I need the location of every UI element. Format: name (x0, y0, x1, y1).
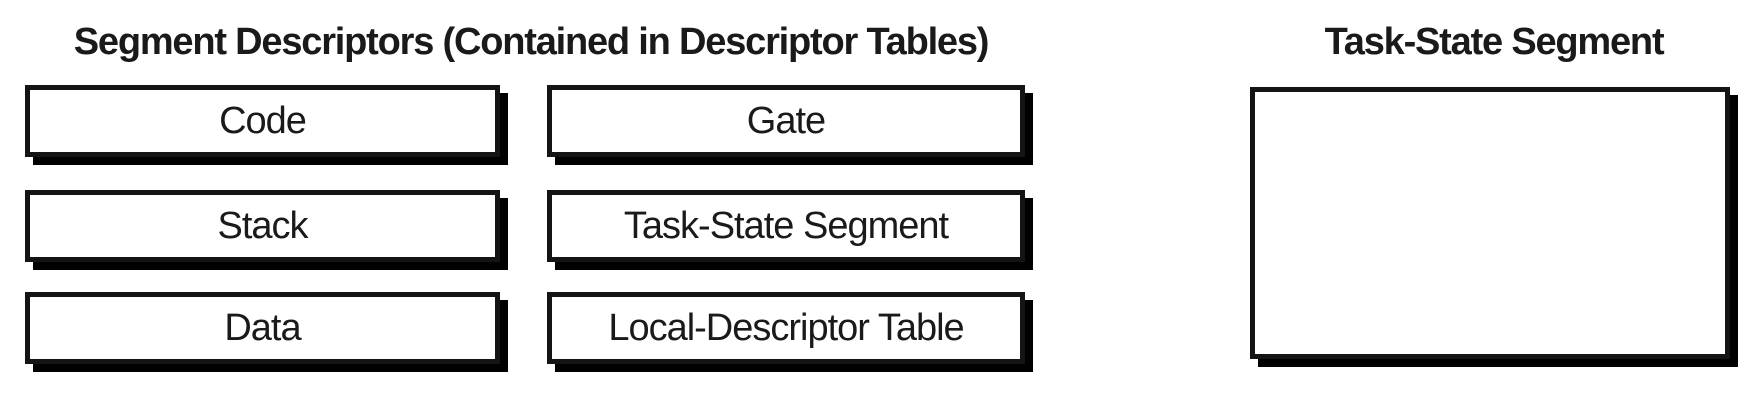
descriptor-box-code: Code (25, 85, 500, 157)
descriptor-box-task-state-segment-label: Task-State Segment (623, 204, 949, 247)
descriptor-box-stack-label: Stack (217, 204, 308, 247)
segment-descriptors-group-title: Segment Descriptors (Contained in Descri… (73, 21, 990, 63)
descriptor-box-data: Data (25, 292, 500, 364)
descriptor-box-code-label: Code (219, 99, 307, 142)
descriptor-box-stack: Stack (25, 190, 500, 262)
descriptor-box-local-descriptor-table-label: Local-Descriptor Table (608, 306, 964, 349)
descriptor-box-gate-label: Gate (746, 99, 826, 142)
descriptor-box-local-descriptor-table: Local-Descriptor Table (547, 292, 1025, 364)
descriptor-box-task-state-segment: Task-State Segment (547, 190, 1025, 262)
task-state-segment-box (1250, 87, 1730, 359)
descriptor-box-gate: Gate (547, 85, 1025, 157)
descriptor-box-data-label: Data (224, 306, 301, 349)
task-state-segment-group-title: Task-State Segment (1324, 21, 1665, 63)
